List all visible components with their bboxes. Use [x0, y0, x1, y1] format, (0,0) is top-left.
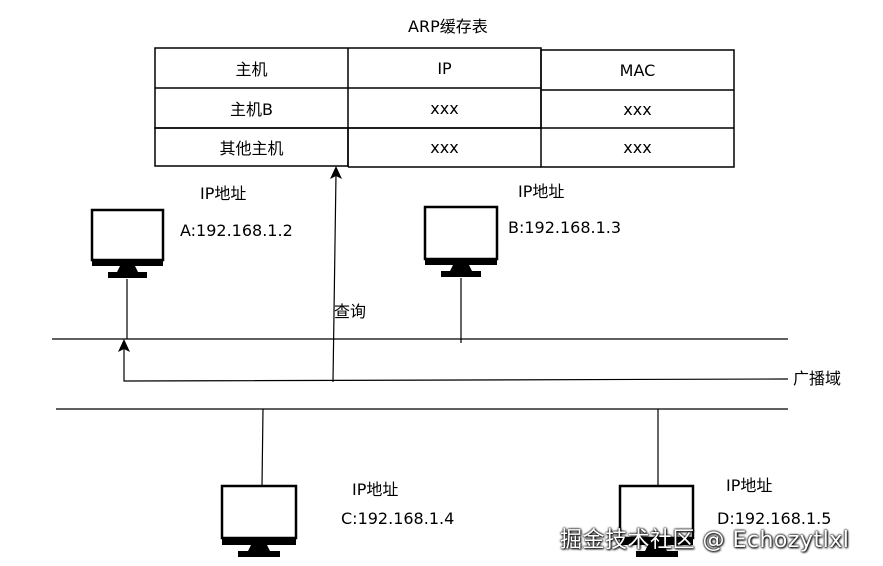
- host-a-ip-label: IP地址: [200, 184, 247, 203]
- host-d-address: D:192.168.1.5: [717, 509, 832, 528]
- row1-mac: xxx: [623, 99, 652, 119]
- row2-ip: xxx: [430, 138, 459, 157]
- host-a-monitor-icon: [90, 208, 165, 278]
- row1-ip: xxx: [430, 98, 459, 118]
- row2-host: 其他主机: [219, 139, 284, 158]
- header-ip: IP: [437, 58, 452, 78]
- host-a-address: A:192.168.1.2: [180, 221, 293, 240]
- host-b-address: B:192.168.1.3: [508, 218, 622, 237]
- host-d-ip-label: IP地址: [726, 476, 773, 495]
- query-label: 查询: [334, 302, 367, 321]
- query-arrow: [332, 173, 337, 383]
- header-host: 主机: [235, 60, 268, 79]
- arp-table-grid: [154, 47, 735, 168]
- query-arrowhead: [330, 166, 342, 179]
- host-c-monitor-icon: [220, 484, 298, 557]
- broadcast-path: [123, 343, 789, 382]
- host-d-monitor-icon: [618, 484, 695, 557]
- broadcast-domain-label: 广播域: [793, 369, 842, 388]
- header-mac: MAC: [619, 60, 656, 80]
- arp-table-title: ARP缓存表: [408, 17, 488, 36]
- watermark-text: 掘金技术社区 @ Echozytlxl: [560, 528, 850, 553]
- host-b-ip-label: IP地址: [518, 182, 565, 201]
- host-c-address: C:192.168.1.4: [341, 509, 455, 528]
- host-c-ip-label: IP地址: [352, 480, 399, 499]
- host-b-monitor-icon: [423, 205, 499, 277]
- host-c-connector: [261, 408, 264, 487]
- row2-mac: xxx: [623, 138, 652, 157]
- row1-host: 主机B: [230, 100, 273, 119]
- broadcast-arrowhead: [118, 339, 130, 352]
